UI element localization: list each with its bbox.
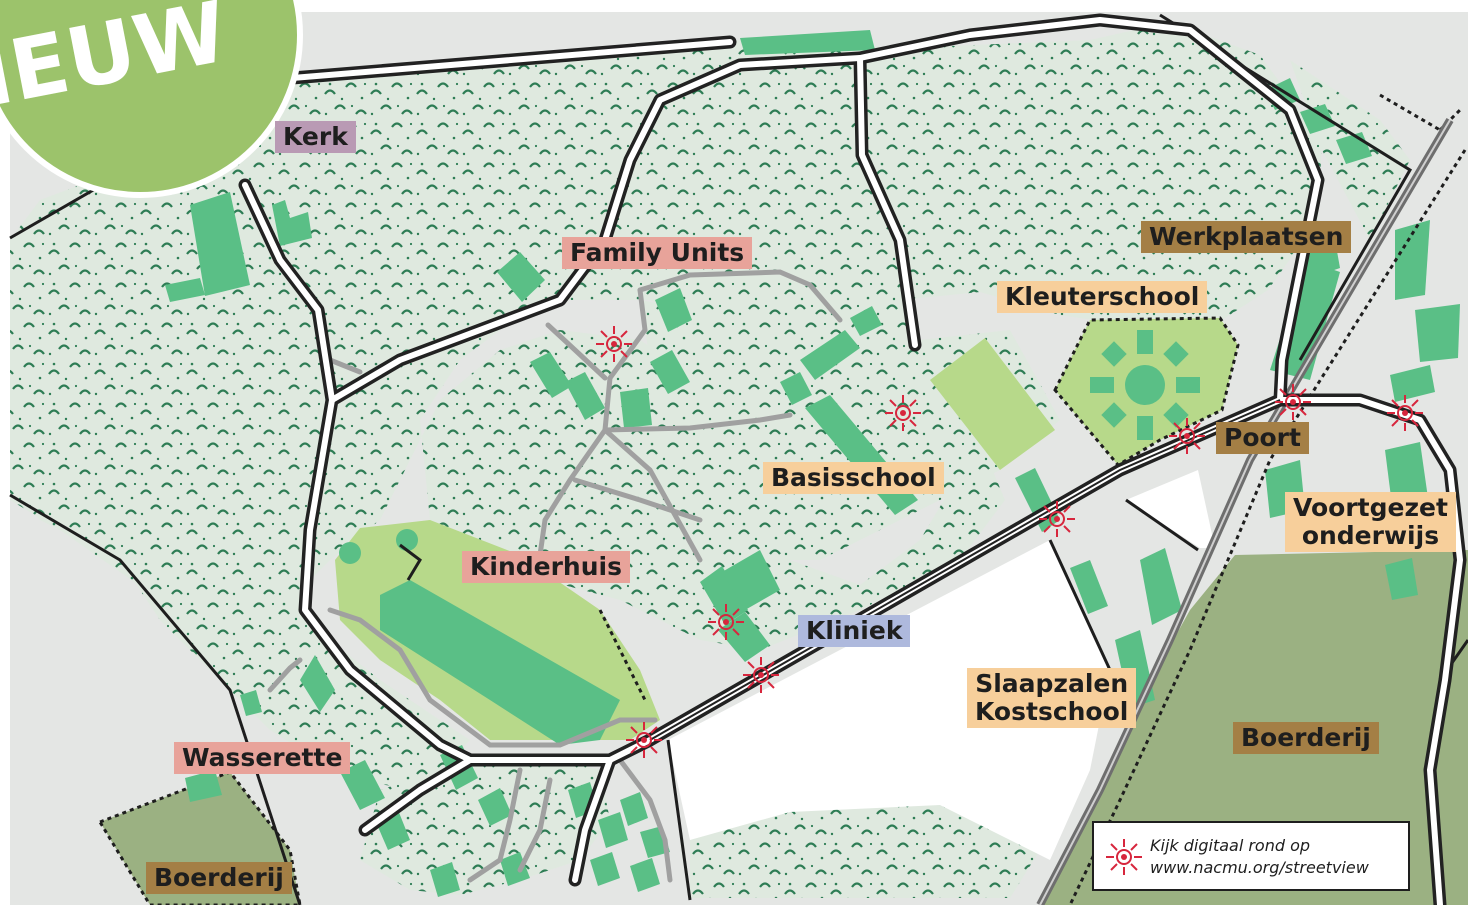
building: [700, 566, 748, 625]
building: [655, 288, 692, 332]
building: [530, 352, 572, 398]
streetview-marker-icon[interactable]: [707, 603, 745, 641]
label-werkplaatsen: Werkplaatsen: [1141, 221, 1352, 253]
building: [1395, 220, 1430, 300]
building: [1390, 365, 1435, 402]
building: [272, 200, 312, 246]
label-wasserette: Wasserette: [174, 742, 351, 774]
streetview-marker-icon: [1106, 839, 1142, 875]
building: [800, 330, 860, 380]
streetview-marker-icon[interactable]: [884, 394, 922, 432]
badge-circle: [0, 0, 303, 198]
label-kerk: Kerk: [275, 121, 356, 153]
label-boerderij-east: Boerderij: [1233, 722, 1379, 754]
label-kliniek: Kliniek: [798, 615, 911, 647]
sports-field: [930, 338, 1055, 470]
building: [780, 372, 812, 405]
tree: [396, 529, 418, 551]
building: [1140, 548, 1182, 625]
open-field: [668, 540, 1110, 860]
streetview-marker-icon[interactable]: [1274, 383, 1312, 421]
tree: [339, 542, 361, 564]
label-line: Slaapzalen: [975, 669, 1129, 698]
label-slaapzalen-kostschool: Slaapzalen Kostschool: [967, 668, 1137, 728]
building: [630, 858, 660, 892]
label-poort: Poort: [1216, 422, 1309, 454]
building: [1300, 104, 1335, 134]
label-kleuterschool: Kleuterschool: [997, 281, 1208, 313]
label-line: Kostschool: [975, 697, 1129, 726]
forest-area: [690, 790, 1040, 898]
building: [340, 760, 385, 810]
building: [740, 30, 875, 55]
building: [300, 655, 335, 712]
forest-area: [10, 160, 330, 650]
new-badge: IEUW: [0, 0, 303, 198]
label-basisschool: Basisschool: [763, 462, 944, 494]
building: [650, 350, 690, 394]
streetview-marker-icon[interactable]: [1168, 417, 1206, 455]
building: [590, 852, 620, 886]
streetview-marker-icon[interactable]: [742, 656, 780, 694]
label-family-units: Family Units: [562, 237, 753, 269]
streetview-marker-icon[interactable]: [625, 721, 663, 759]
label-voortgezet-onderwijs: Voortgezet onderwijs: [1285, 492, 1456, 552]
building: [165, 278, 205, 302]
legend-box: Kijk digitaal rond op www.nacmu.org/stre…: [1092, 821, 1410, 891]
streetview-marker-icon[interactable]: [1038, 500, 1076, 538]
legend-line: Kijk digitaal rond op: [1150, 836, 1311, 855]
building-kerk: [190, 192, 250, 296]
building: [850, 306, 882, 336]
buildings: [165, 30, 1460, 897]
building: [598, 812, 628, 848]
legend-text: Kijk digitaal rond op www.nacmu.org/stre…: [1150, 835, 1369, 878]
railway-center: [1039, 119, 1451, 905]
label-line: onderwijs: [1301, 521, 1440, 550]
label-boerderij-west: Boerderij: [146, 862, 292, 894]
building: [430, 862, 460, 897]
building: [722, 550, 780, 610]
label-kinderhuis: Kinderhuis: [462, 551, 630, 583]
building: [1385, 558, 1418, 600]
streetview-marker-icon[interactable]: [1386, 394, 1424, 432]
building: [478, 788, 512, 826]
building: [620, 388, 652, 428]
sports-ground: [1126, 470, 1215, 548]
label-line: Voortgezet: [1293, 493, 1448, 522]
building: [185, 770, 222, 802]
building: [1385, 442, 1428, 505]
streetview-marker-icon[interactable]: [595, 325, 633, 363]
building: [240, 690, 262, 716]
building: [718, 612, 770, 662]
building: [1415, 304, 1460, 362]
building: [620, 792, 648, 826]
fences: [598, 93, 1462, 701]
building: [497, 252, 545, 302]
building: [1070, 560, 1108, 614]
legend-link[interactable]: www.nacmu.org/streetview: [1150, 857, 1369, 877]
building-kinderhuis: [380, 580, 620, 745]
footpaths: [267, 269, 843, 883]
building: [565, 372, 605, 420]
